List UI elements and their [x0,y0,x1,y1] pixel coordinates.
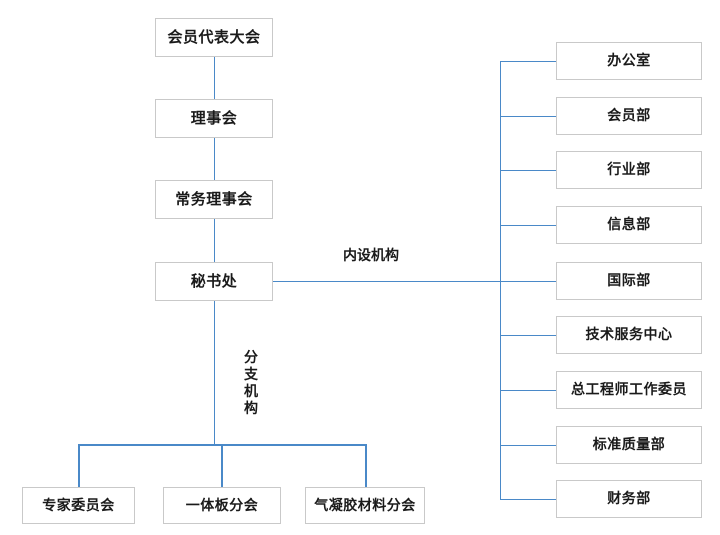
connector-bus-to-board [221,444,223,487]
connector-trunk-to-department-7 [500,389,556,391]
connector-assembly-to-council [213,57,215,99]
node-branch-integrated-board-label: 一体板分会 [185,497,259,514]
connector-trunk-to-department-5 [500,280,556,282]
node-secretariat[interactable]: 秘书处 [155,262,273,301]
node-assembly[interactable]: 会员代表大会 [155,18,273,57]
node-department-standards-quality-label: 标准质量部 [592,437,666,453]
node-department-international-label: 国际部 [607,273,651,289]
node-department-membership-label: 会员部 [607,108,651,124]
node-branch-expert-committee-label: 专家委员会 [42,497,115,514]
node-department-chief-engineer-committee-label: 总工程师工作委员 [571,382,687,398]
connector-standing-to-secretariat [213,219,215,262]
connector-trunk-to-department-9 [500,498,556,500]
node-standing-council[interactable]: 常务理事会 [155,180,273,219]
node-standing-council-label: 常务理事会 [175,190,253,208]
node-department-standards-quality[interactable]: 标准质量部 [556,426,702,464]
label-branch-organizations: 分 支 机 构 [240,348,262,420]
node-department-finance-label: 财务部 [607,491,651,507]
node-council[interactable]: 理事会 [155,99,273,138]
node-secretariat-label: 秘书处 [190,272,238,290]
node-council-label: 理事会 [190,109,238,127]
connector-trunk-to-department-6 [500,334,556,336]
connector-trunk-to-department-4 [500,224,556,226]
connector-trunk-to-department-8 [500,444,556,446]
connector-trunk-to-department-2 [500,115,556,117]
label-internal-departments: 内设机构 [340,245,402,265]
connector-trunk-to-department-1 [500,60,556,62]
connector-bus-to-aerogel [365,444,367,487]
node-branch-integrated-board[interactable]: 一体板分会 [163,487,281,524]
node-branch-aerogel-material[interactable]: 气凝胶材料分会 [305,487,425,524]
connector-secretariat-to-internal-trunk [273,280,564,282]
node-department-information[interactable]: 信息部 [556,206,702,244]
node-department-industry-label: 行业部 [607,162,651,178]
branch-caption-char-4: 构 [244,401,258,417]
node-department-office-label: 办公室 [607,53,651,69]
node-department-technical-service-center-label: 技术服务中心 [585,327,673,343]
node-department-office[interactable]: 办公室 [556,42,702,80]
node-branch-expert-committee[interactable]: 专家委员会 [22,487,135,524]
node-department-membership[interactable]: 会员部 [556,97,702,135]
node-department-international[interactable]: 国际部 [556,262,702,300]
node-assembly-label: 会员代表大会 [167,28,261,46]
internal-department-trunk [499,61,501,499]
node-department-technical-service-center[interactable]: 技术服务中心 [556,316,702,354]
connector-bus-to-expert [78,444,80,487]
node-department-finance[interactable]: 财务部 [556,480,702,518]
connector-council-to-standing [213,138,215,180]
node-department-information-label: 信息部 [607,217,651,233]
node-department-industry[interactable]: 行业部 [556,151,702,189]
connector-secretariat-to-branch-bus [213,301,215,445]
branch-caption-char-1: 分 [244,350,258,366]
node-branch-aerogel-material-label: 气凝胶材料分会 [314,497,416,514]
connector-trunk-to-department-3 [500,169,556,171]
branch-caption-char-2: 支 [244,367,258,383]
branch-caption-char-3: 机 [244,384,258,400]
node-department-chief-engineer-committee[interactable]: 总工程师工作委员 [556,371,702,409]
